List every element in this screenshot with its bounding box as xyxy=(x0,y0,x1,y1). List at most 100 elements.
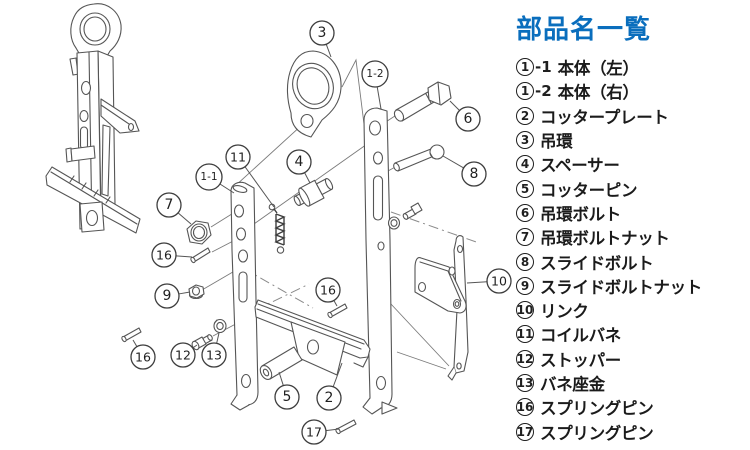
callout-circle xyxy=(225,144,251,170)
callout-number: 4 xyxy=(295,154,304,170)
callout-leader-line xyxy=(449,100,460,111)
parts-list-item: 16 スプリングピン xyxy=(516,395,748,419)
part-name-label: スプリングピン xyxy=(540,399,654,419)
callout-circle xyxy=(151,242,177,268)
part-number-circle: 8 xyxy=(516,252,534,271)
callout-1-1: 1-1 xyxy=(195,163,235,194)
part-2-cotter-plate xyxy=(254,299,371,376)
exploded-view xyxy=(121,50,469,435)
part-name-label: 吊環ボルト xyxy=(540,204,622,224)
callout-3: 3 xyxy=(309,20,335,58)
callout-circle xyxy=(315,277,341,303)
part-number-circle: 9 xyxy=(516,276,534,295)
callout-4: 4 xyxy=(286,149,312,184)
part-number-circle: 3 xyxy=(516,131,534,150)
part-number-suffix: -1 xyxy=(535,58,552,77)
callout-leader-line xyxy=(304,172,311,184)
callout-circle xyxy=(455,106,481,132)
callout-number: 9 xyxy=(163,288,172,304)
part-name-label: 本体（左） xyxy=(557,59,639,79)
callout-leader-line xyxy=(325,428,340,432)
callout-17: 17 xyxy=(301,419,340,445)
part-name-label: スライドボルトナット xyxy=(540,277,703,297)
callout-number: 16 xyxy=(156,248,172,263)
callout-number: 5 xyxy=(283,389,292,405)
part-name-label: 吊環ボルトナット xyxy=(540,229,670,249)
callout-leader-line xyxy=(376,86,382,110)
callout-5: 5 xyxy=(274,371,300,410)
part-number-circle: 16 xyxy=(516,398,534,417)
part-name-label: リンク xyxy=(540,302,589,322)
callout-2: 2 xyxy=(316,362,343,411)
callout-circle xyxy=(361,60,389,88)
parts-list-title: 部品名一覧 xyxy=(516,15,652,45)
part-number-circle: 13 xyxy=(516,374,534,392)
callout-1-2: 1-2 xyxy=(361,60,389,110)
part-name-label: スペーサー xyxy=(540,156,620,176)
parts-list-item: 10 リンク xyxy=(516,298,748,322)
callout-number: 7 xyxy=(165,197,174,213)
callout-circle xyxy=(286,149,312,175)
parts-list-item: 8 スライドボルト xyxy=(516,249,748,273)
part-number-suffix: -2 xyxy=(535,82,552,101)
part-8-slide-bolt xyxy=(393,144,445,172)
part-16-spring-pin-right xyxy=(327,303,348,319)
callout-leader-line xyxy=(219,183,235,194)
callout-16: 16 xyxy=(151,242,193,268)
callout-circle xyxy=(170,342,196,368)
part-name-label: コイルバネ xyxy=(540,326,622,346)
callout-10: 10 xyxy=(466,268,512,294)
part-name-label: スライドボルト xyxy=(540,253,654,273)
callout-9: 9 xyxy=(154,283,191,309)
callout-number: 16 xyxy=(135,350,151,365)
parts-list-item: 9 スライドボルトナット xyxy=(516,274,748,298)
callout-circle xyxy=(316,385,342,411)
part-number-circle: 11 xyxy=(516,325,534,344)
callout-number: 10 xyxy=(491,274,507,289)
callout-11: 11 xyxy=(225,144,275,208)
callout-number: 2 xyxy=(325,390,334,406)
part-number-circle: 2 xyxy=(516,106,534,125)
callout-number: 16 xyxy=(320,283,336,298)
part-4-spacer xyxy=(293,178,334,207)
parts-list-item: 17 スプリングピン xyxy=(516,419,748,443)
callout-circle xyxy=(195,163,223,191)
callout-number: 11 xyxy=(230,150,246,165)
part-3-lifting-ring xyxy=(286,50,342,138)
callout-leader-line xyxy=(216,332,220,344)
callout-leader-line xyxy=(442,155,464,169)
callout-circle xyxy=(156,192,182,218)
part-number-circle: 10 xyxy=(516,301,534,320)
part-number-circle: 17 xyxy=(516,422,534,441)
part-number-circle: 4 xyxy=(516,155,534,174)
callout-leader-line xyxy=(332,362,343,387)
callout-circle xyxy=(154,283,180,309)
part-5-cotter-pin xyxy=(259,346,303,381)
parts-list-item: 4 スペーサー xyxy=(516,152,748,176)
callout-circle xyxy=(461,161,487,187)
callout-leader-line xyxy=(192,344,198,349)
callout-circle xyxy=(130,344,156,370)
part-1-1-body-left xyxy=(230,181,259,411)
callout-13: 13 xyxy=(201,332,227,368)
callout-circle xyxy=(309,20,335,46)
part-number-circle: 1 xyxy=(516,82,534,101)
callout-circle xyxy=(201,342,227,368)
part-name-label: スプリングピン xyxy=(540,423,654,443)
part-16-spring-pin-left xyxy=(121,327,142,343)
callout-16: 16 xyxy=(315,277,341,307)
callout-8: 8 xyxy=(442,155,487,187)
part-1-2-body-right xyxy=(362,107,398,415)
part-6-ring-bolt xyxy=(393,81,452,122)
